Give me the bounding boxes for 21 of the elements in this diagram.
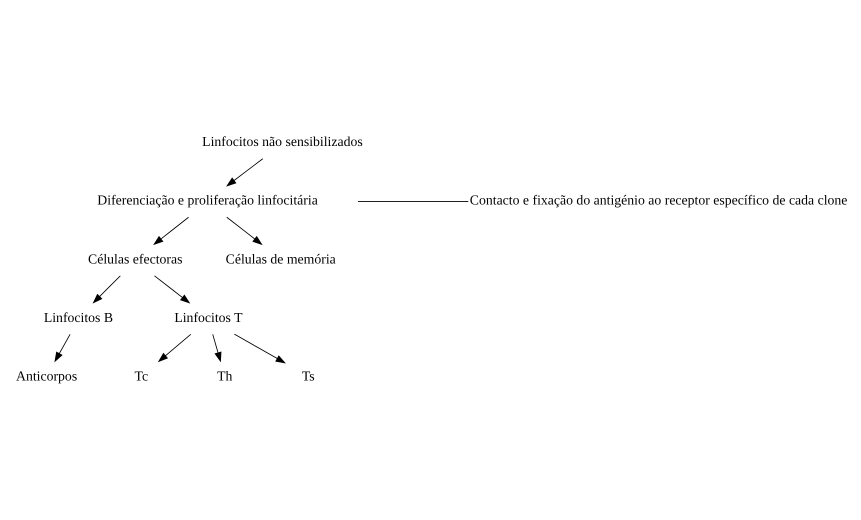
arrow <box>226 216 263 246</box>
node-text: Células de memória <box>226 251 336 266</box>
arrow <box>54 334 71 362</box>
node-text: Diferenciação e proliferação linfocitária <box>97 192 318 208</box>
node-text: Linfocitos T <box>174 310 243 325</box>
node-text: Th <box>217 368 232 384</box>
arrow <box>154 275 190 304</box>
connector <box>358 201 469 202</box>
arrow <box>158 334 192 362</box>
node-text: Células efectoras <box>88 251 182 266</box>
node-text: Linfocitos B <box>44 310 114 325</box>
arrow <box>212 334 222 362</box>
node-text: Anticorpos <box>16 368 78 384</box>
arrow <box>226 158 264 187</box>
node-text: Linfocitos não sensibilizados <box>202 134 363 150</box>
node-text: Tc <box>134 368 148 384</box>
node-text: Contacto e fixação do antigénio ao receptor específico de cada clone <box>470 192 848 208</box>
arrow <box>153 216 189 246</box>
arrow <box>234 334 286 364</box>
node-text: Ts <box>302 368 315 384</box>
arrow <box>92 275 121 304</box>
